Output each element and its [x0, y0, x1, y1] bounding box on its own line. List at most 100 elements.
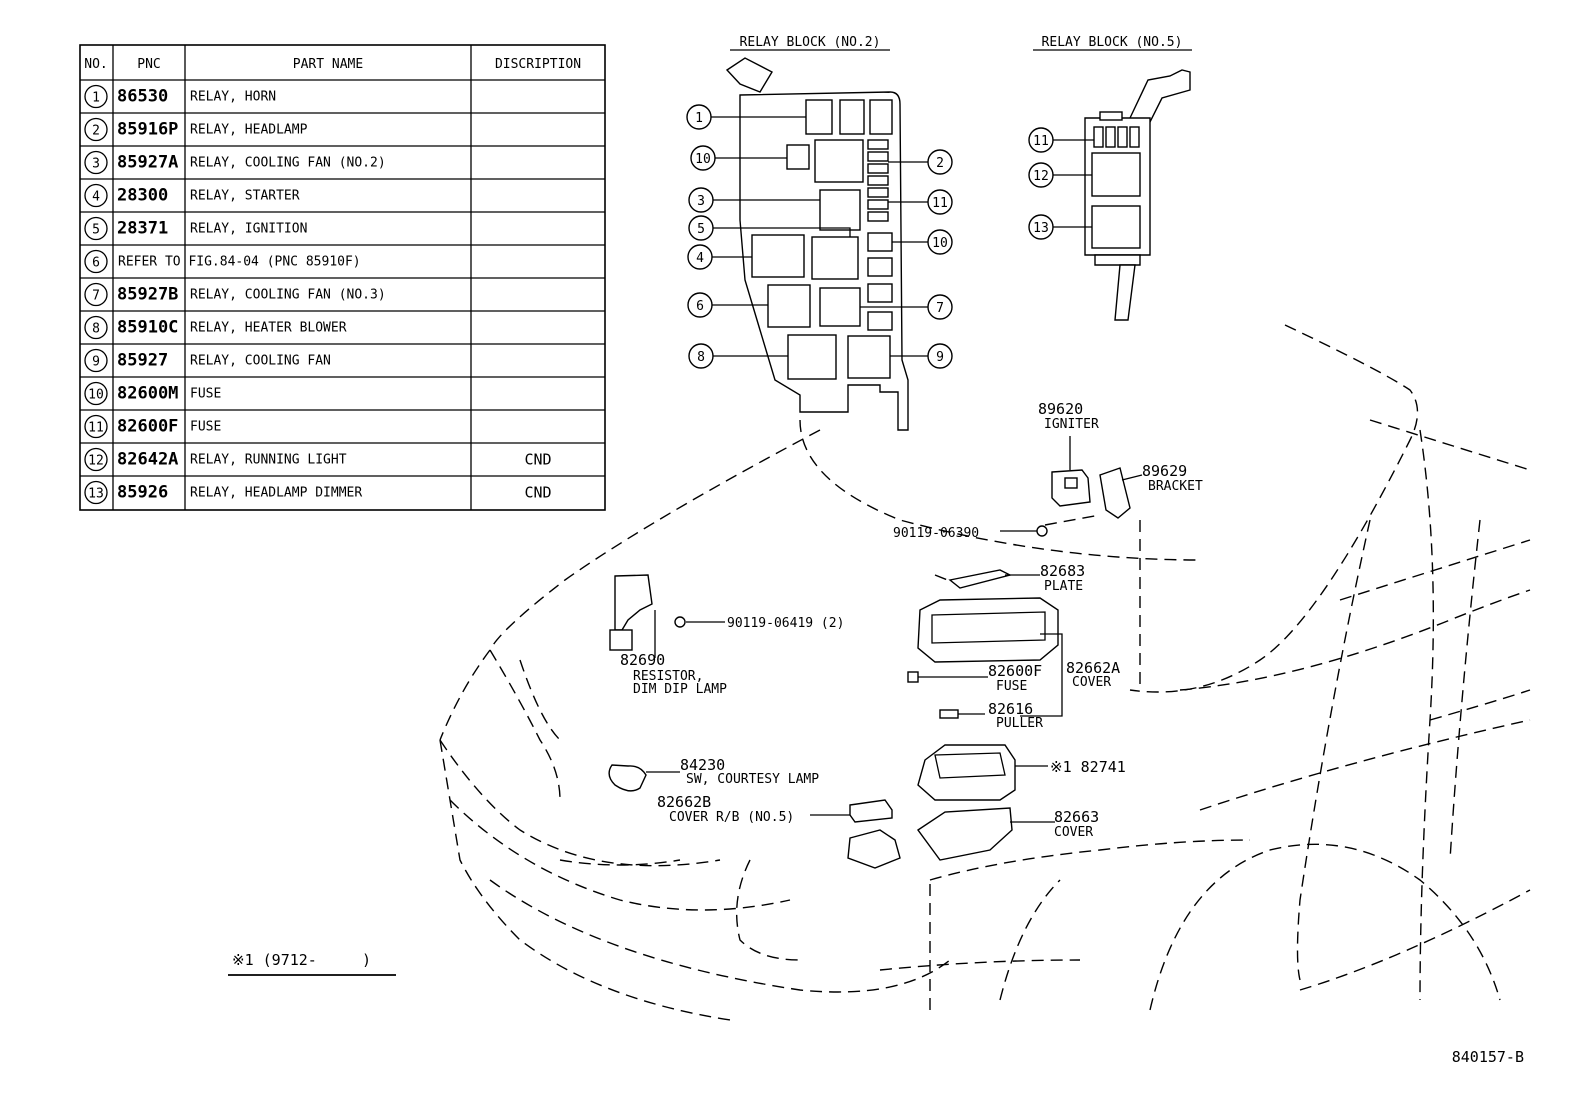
- windshield-line: [1129, 324, 1419, 693]
- junction-block-shape: [917, 744, 1016, 801]
- relay-slot-2: [814, 139, 864, 183]
- fuse-slot-11: [867, 199, 889, 210]
- row-number: 4: [92, 190, 100, 205]
- row-part-name: RELAY, HEADLAMP: [190, 123, 308, 138]
- callout-number: 3: [697, 194, 705, 209]
- row-pnc: 82600M: [117, 384, 178, 404]
- row-number: 9: [92, 355, 100, 370]
- relay-block-5-bracket: [1129, 69, 1191, 127]
- fender-top-line: [1179, 589, 1531, 691]
- fuse-slot-11: [867, 175, 889, 186]
- row-pnc: 85910C: [117, 318, 178, 338]
- header-description: DISCRIPTION: [495, 57, 581, 72]
- callout-13: 13: [1028, 214, 1054, 240]
- row-pnc: 85927: [117, 351, 168, 371]
- fog-lamp-line: [736, 859, 801, 961]
- fuse-slot: [867, 311, 893, 331]
- rocker-line: [1299, 889, 1531, 991]
- row-number-circle: [84, 315, 108, 340]
- callout-number: 4: [696, 251, 704, 266]
- fuse-name: FUSE: [996, 679, 1027, 694]
- callout-circle: [927, 189, 953, 215]
- row-part-name: RELAY, RUNNING LIGHT: [190, 453, 347, 468]
- row-number: 6: [92, 256, 100, 271]
- row-pnc: 85926: [117, 483, 168, 503]
- callout-circle: [687, 244, 713, 270]
- bolt-icon: [1036, 525, 1048, 537]
- relay-slot-9: [847, 335, 891, 379]
- callout-3: 3: [688, 187, 714, 213]
- grille-line: [559, 859, 681, 866]
- header-part-name: PART NAME: [293, 57, 363, 72]
- row-number: 7: [92, 289, 100, 304]
- callout-number: 10: [932, 236, 948, 251]
- resistor-pnc: 82690: [620, 651, 665, 669]
- bumper-mid-line: [449, 799, 791, 911]
- fuse-slot-11: [867, 151, 889, 162]
- leader-line: [713, 227, 851, 237]
- relay-slot-13: [1091, 205, 1141, 249]
- callout-circle: [927, 343, 953, 369]
- callout-circle: [688, 215, 714, 241]
- callout-number: 11: [1033, 134, 1049, 149]
- vehicle-outline: [439, 324, 1531, 1021]
- junction-pnc: ※1 82741: [1050, 758, 1126, 776]
- relay-block-5-title: RELAY BLOCK (NO.5): [1042, 35, 1183, 50]
- fuse-slot-11: [1093, 126, 1104, 148]
- callout-number: 8: [697, 350, 705, 365]
- roof-line: [1369, 419, 1531, 471]
- row-number-circle: [84, 348, 108, 373]
- relay-slot-1: [805, 99, 833, 135]
- row-part-name: RELAY, HEATER BLOWER: [190, 321, 347, 336]
- door-line-2: [1429, 689, 1531, 721]
- row-part-name: FUSE: [190, 420, 221, 435]
- callout-circle: [927, 229, 953, 255]
- fuse-slot-11: [867, 139, 889, 150]
- row-number-circle: [84, 414, 108, 439]
- row-number-circle: [84, 216, 108, 241]
- header-no: NO.: [84, 57, 107, 72]
- row-number: 1: [92, 91, 100, 106]
- callout-circle: [1028, 127, 1054, 153]
- cover-b-pnc: 82662B: [657, 793, 711, 811]
- row-number-circle: [84, 84, 108, 109]
- relay-slot-4: [751, 234, 805, 278]
- fuse-icon: [907, 671, 919, 683]
- callout-9: 9: [927, 343, 953, 369]
- callout-number: 1: [695, 111, 703, 126]
- plate-shape: [948, 569, 1012, 589]
- callout-circle: [688, 343, 714, 369]
- bracket-line: [1020, 633, 1063, 717]
- row-number-circle: [84, 381, 108, 406]
- fuse-slot-10: [786, 144, 810, 170]
- callout-circle: [927, 149, 953, 175]
- row-description: CND: [524, 451, 551, 469]
- row-number: 13: [88, 487, 104, 502]
- row-number: 3: [92, 157, 100, 172]
- callout-10: 10: [690, 145, 716, 171]
- door-edge-line: [1449, 519, 1481, 861]
- callout-11: 11: [927, 189, 953, 215]
- callout-circle: [1028, 162, 1054, 188]
- row-pnc: 86530: [117, 87, 168, 107]
- fuse-slot-11: [1105, 126, 1116, 148]
- leader-line: [1121, 474, 1143, 481]
- bracket-shape: [1099, 467, 1131, 519]
- hood-line: [489, 429, 821, 651]
- body-line: [1339, 539, 1531, 601]
- row-number-circle: [84, 249, 108, 274]
- igniter-pnc: 89620: [1038, 400, 1083, 418]
- relay-slot-3: [819, 189, 861, 231]
- fuse-slot-11: [867, 211, 889, 222]
